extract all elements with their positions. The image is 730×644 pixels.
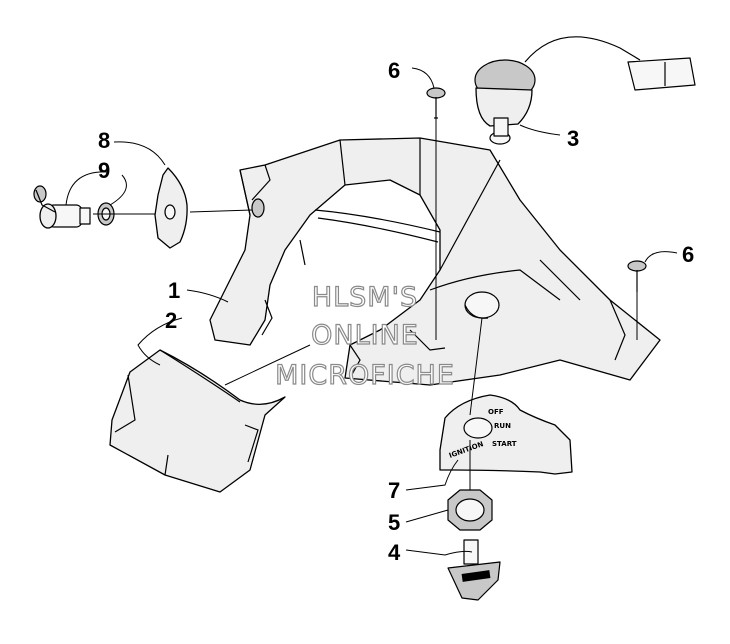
watermark-line-2: ONLINE <box>311 320 419 351</box>
watermark: HLSM'S ONLINE MICROFICHE <box>274 281 455 391</box>
screw-right <box>627 260 647 292</box>
watermark-line-3: MICROFICHE <box>275 360 455 391</box>
leader-lines <box>65 67 678 556</box>
callout-numbers: 1 2 3 4 5 6 6 7 8 9 <box>98 58 694 565</box>
callout-6-upper: 6 <box>388 58 400 83</box>
callout-2: 2 <box>165 308 177 333</box>
screw-upper <box>426 87 446 119</box>
plate-off-label: OFF <box>488 408 504 416</box>
callout-3: 3 <box>567 126 579 151</box>
callout-4: 4 <box>388 540 401 565</box>
callout-7: 7 <box>388 478 400 503</box>
callout-6-right: 6 <box>682 242 694 267</box>
callout-8: 8 <box>98 128 110 153</box>
accessory-socket <box>33 185 91 229</box>
callout-9: 9 <box>98 158 110 183</box>
gasket <box>154 167 188 249</box>
switch-nut <box>447 489 493 531</box>
ignition-switch <box>474 36 696 145</box>
watermark-line-1: HLSM'S <box>312 282 418 313</box>
ignition-plate: OFF RUN START IGNITION <box>439 394 573 475</box>
plate-run-label: RUN <box>494 422 511 430</box>
plate-start-label: START <box>492 440 517 448</box>
ignition-key <box>447 539 501 601</box>
console-housing <box>209 137 661 386</box>
lower-cover <box>109 349 286 493</box>
callout-1: 1 <box>168 278 180 303</box>
callout-5: 5 <box>388 510 400 535</box>
